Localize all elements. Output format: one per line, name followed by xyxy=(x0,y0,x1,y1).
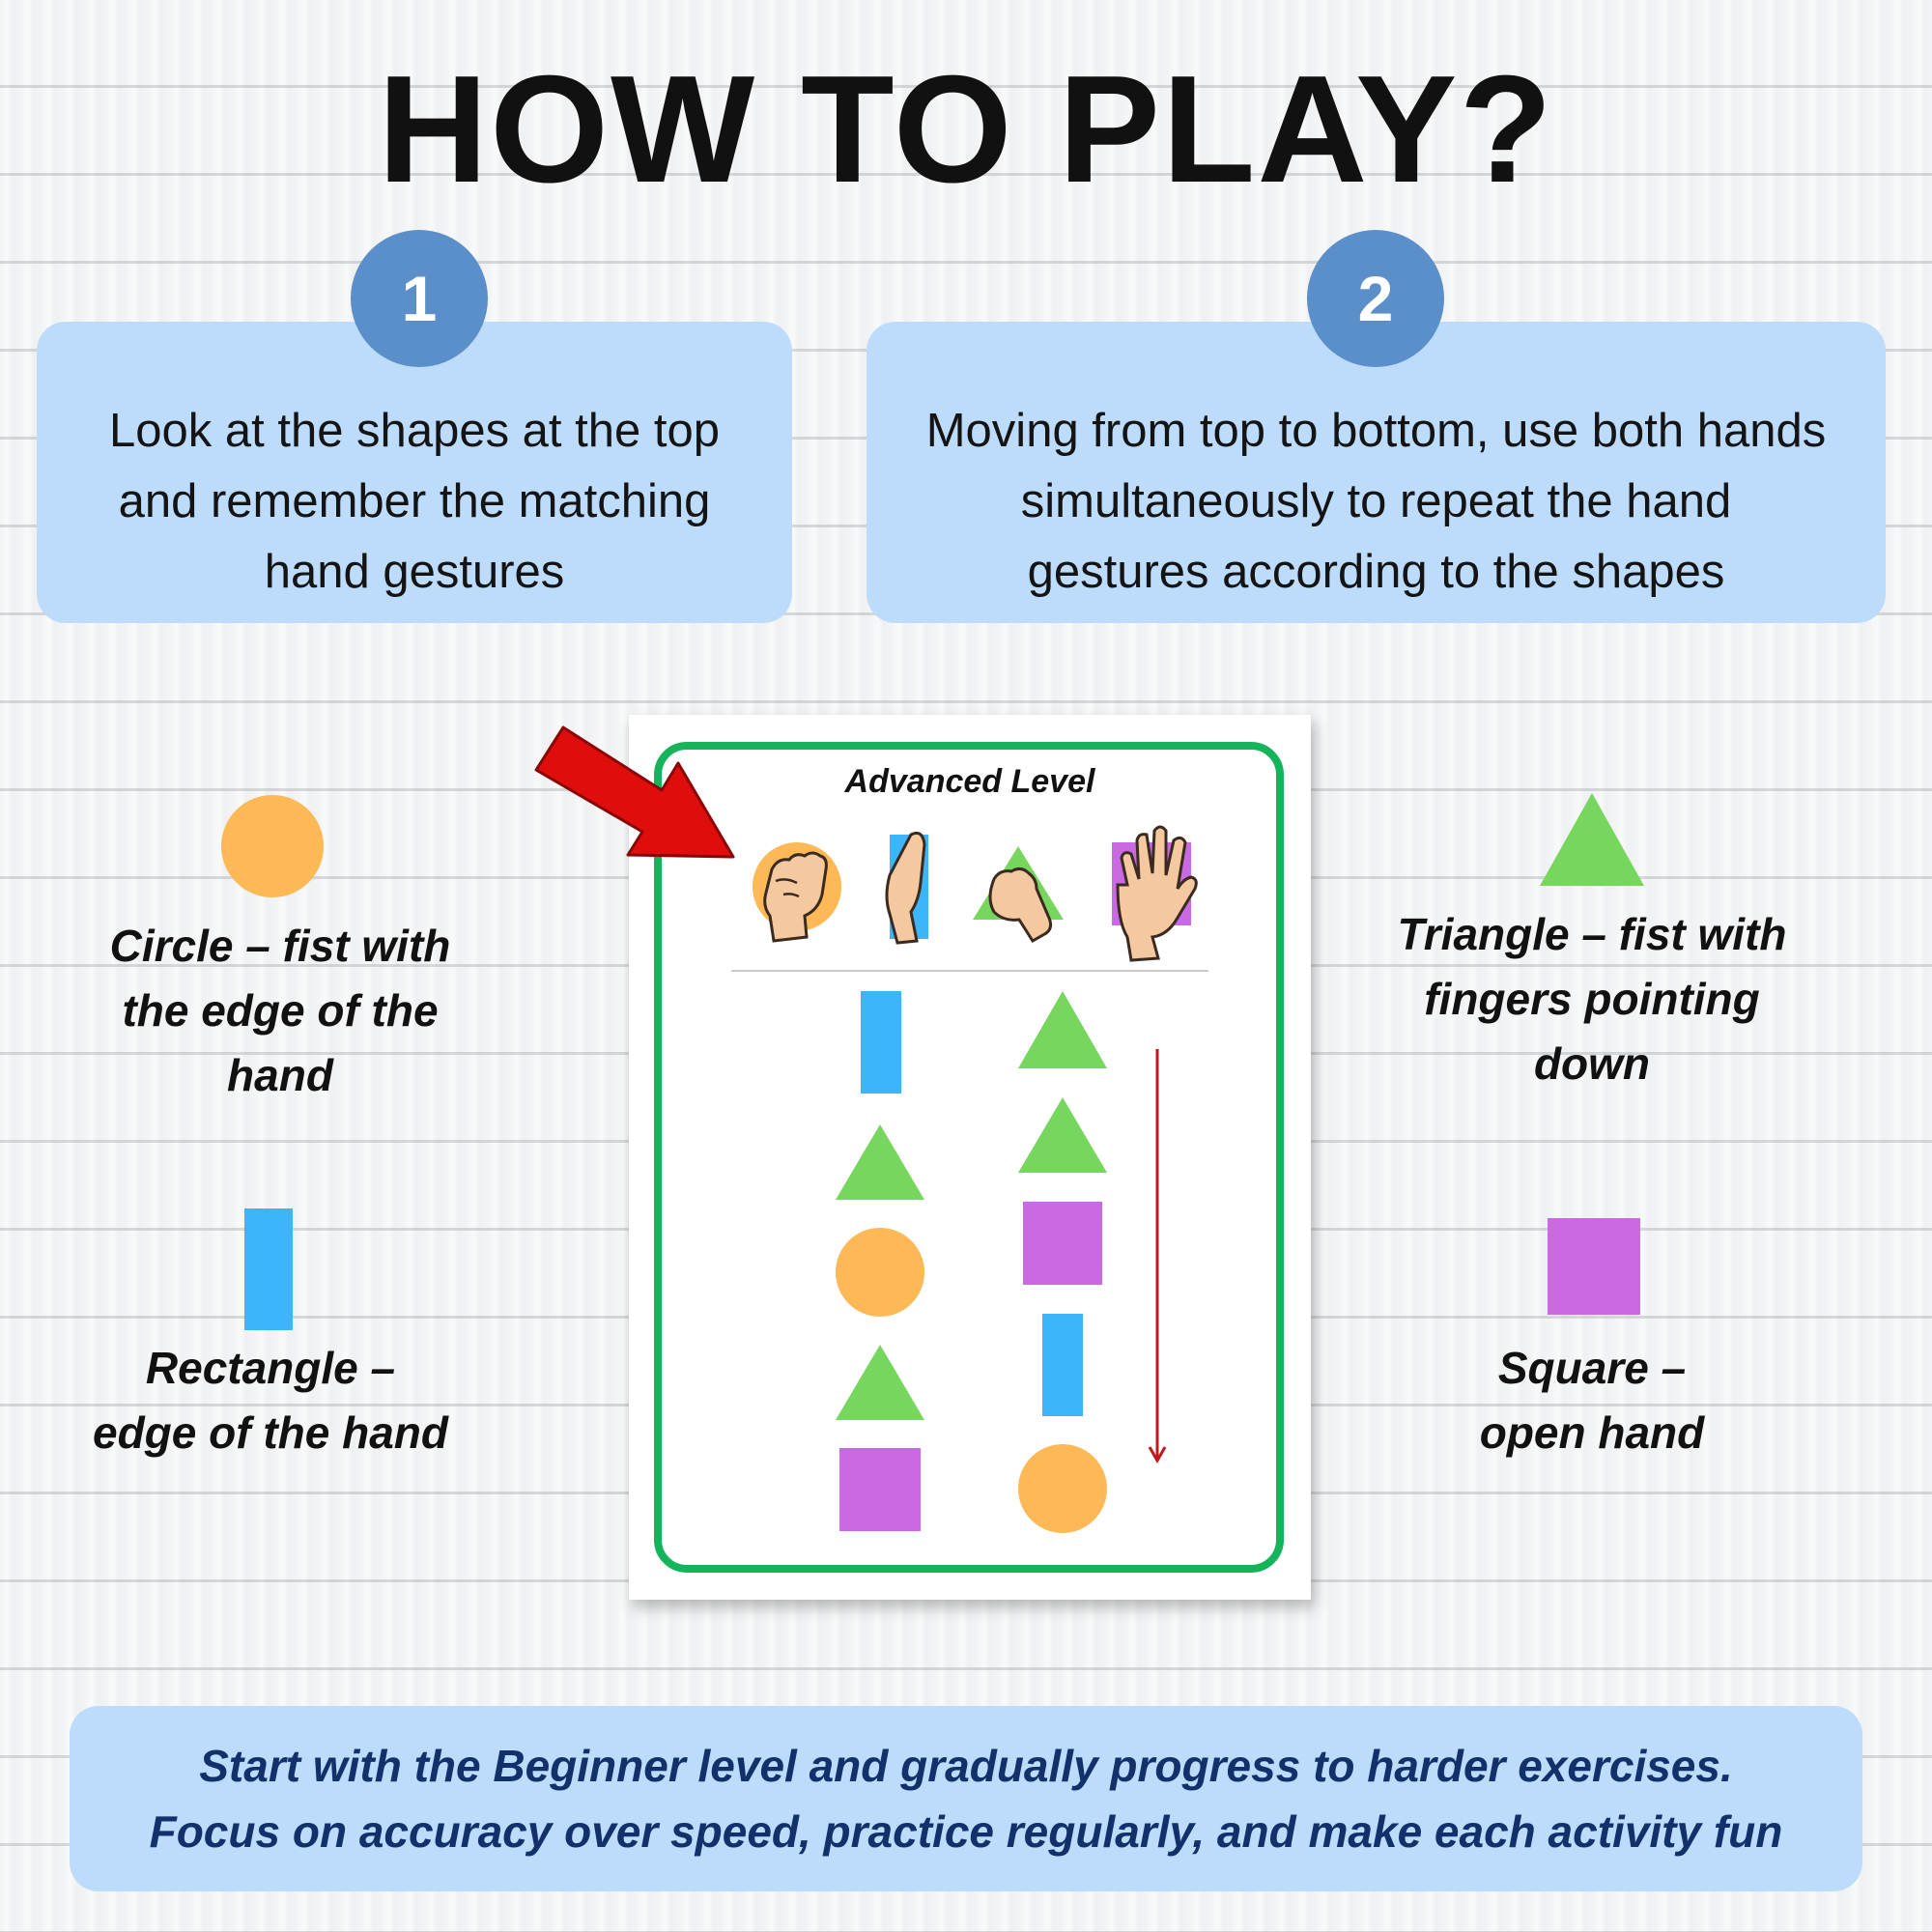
step-2-line-3: gestures according to the shapes xyxy=(1027,545,1725,598)
tip-line-2: Focus on accuracy over speed, practice r… xyxy=(149,1806,1783,1857)
left-column xyxy=(836,991,924,1531)
legend-circle-line-2: the edge of the xyxy=(122,985,439,1036)
right-shape-5-circle xyxy=(1018,1444,1107,1533)
legend-triangle-line-1: Triangle – fist with xyxy=(1397,909,1787,959)
right-shape-2-triangle xyxy=(1018,1097,1107,1173)
step-2-line-1: Moving from top to bottom, use both hand… xyxy=(925,404,1827,457)
legend-square-line-2: open hand xyxy=(1479,1407,1705,1458)
fist-hand-icon xyxy=(753,842,841,943)
legend-circle-text: Circle – fist with the edge of the hand xyxy=(68,914,493,1108)
card-frame xyxy=(654,742,1284,1573)
tip-box: Start with the Beginner level and gradua… xyxy=(70,1706,1862,1891)
shape-sequence xyxy=(836,991,1167,1533)
legend-square-shape xyxy=(1548,1218,1640,1315)
left-shape-3-circle xyxy=(836,1228,924,1317)
legend-triangle-line-3: down xyxy=(1533,1038,1651,1089)
legend-circle-line-1: Circle – fist with xyxy=(109,921,451,971)
down-arrow-icon xyxy=(1148,1049,1167,1464)
left-shape-1-rectangle xyxy=(861,991,901,1094)
step-2-box: Moving from top to bottom, use both hand… xyxy=(867,322,1886,623)
right-shape-1-triangle xyxy=(1018,991,1107,1068)
legend-rectangle-line-1: Rectangle – xyxy=(145,1343,396,1393)
legend-triangle-line-2: fingers pointing xyxy=(1424,974,1760,1024)
legend-circle-line-3: hand xyxy=(227,1050,333,1100)
tip-line-1: Start with the Beginner level and gradua… xyxy=(199,1741,1733,1791)
page-title: HOW TO PLAY? xyxy=(378,44,1554,214)
right-shape-4-rectangle xyxy=(1042,1314,1083,1416)
right-shape-3-square xyxy=(1023,1202,1102,1285)
step-1-line-1: Look at the shapes at the top xyxy=(108,404,721,457)
legend-rectangle-text: Rectangle – edge of the hand xyxy=(48,1336,493,1465)
legend-square-text: Square – open hand xyxy=(1399,1336,1785,1465)
step-1-badge: 1 xyxy=(351,230,488,367)
step-1-line-3: hand gestures xyxy=(264,545,565,598)
legend-triangle-text: Triangle – fist with fingers pointing do… xyxy=(1370,902,1814,1096)
red-pointer-arrow-icon xyxy=(534,725,735,859)
gesture-row xyxy=(753,825,1198,962)
card-title: Advanced Level xyxy=(844,763,1095,800)
legend-rectangle-line-2: edge of the hand xyxy=(93,1407,448,1458)
hand-edge-icon xyxy=(885,831,928,945)
open-hand-icon xyxy=(1112,825,1198,962)
step-1-box: Look at the shapes at the top and rememb… xyxy=(37,322,792,623)
advanced-level-card: Advanced Level xyxy=(629,715,1311,1600)
legend-triangle-shape xyxy=(1540,793,1644,886)
left-shape-2-triangle xyxy=(836,1124,924,1200)
fist-fingers-down-icon xyxy=(973,846,1064,944)
step-1-line-2: and remember the matching xyxy=(118,474,711,527)
legend-circle-shape xyxy=(221,795,324,897)
left-shape-4-triangle xyxy=(836,1345,924,1420)
legend-square-line-1: Square – xyxy=(1497,1343,1687,1393)
legend-rectangle-shape xyxy=(244,1208,293,1330)
step-2-line-2: simultaneously to repeat the hand xyxy=(1020,474,1732,527)
step-2-badge: 2 xyxy=(1307,230,1444,367)
card-divider xyxy=(731,970,1208,972)
right-column xyxy=(1018,991,1107,1533)
left-shape-5-square xyxy=(839,1448,921,1531)
